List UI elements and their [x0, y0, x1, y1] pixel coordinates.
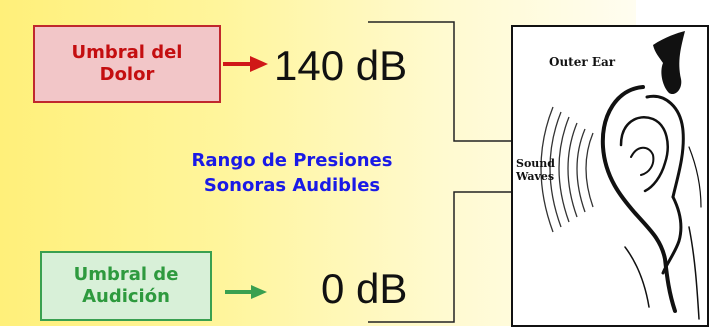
ear-drawing — [540, 31, 702, 320]
dolor-value: 140 dB — [274, 42, 408, 89]
range-label-line1: Rango de Presiones — [191, 150, 393, 171]
red-arrow-icon — [223, 56, 268, 72]
sound-label: Sound — [516, 157, 555, 170]
waves-label: Waves — [516, 170, 555, 183]
umbral-audicion-line1: Umbral de — [73, 264, 179, 285]
umbral-dolor-line1: Umbral del — [71, 42, 183, 63]
range-bracket — [368, 21, 512, 323]
range-label: Rango de Presiones Sonoras Audibles — [142, 148, 442, 198]
hair-shape — [653, 31, 685, 95]
umbral-audicion-line2: Audición — [82, 286, 170, 307]
ear-illustration: Outer Ear Sound Waves — [511, 25, 709, 327]
sound-waves-icon — [540, 106, 594, 233]
outer-ear-label: Outer Ear — [549, 55, 616, 69]
green-arrow-icon — [225, 285, 267, 299]
umbral-audicion-box: Umbral de Audición — [40, 251, 212, 321]
umbral-dolor-box: Umbral del Dolor — [33, 25, 221, 103]
ear-outline-icon — [600, 85, 702, 320]
sound-waves-label: Sound Waves — [516, 157, 566, 183]
range-label-line2: Sonoras Audibles — [203, 175, 381, 196]
umbral-dolor-line2: Dolor — [99, 64, 155, 85]
audicion-value: 0 dB — [321, 265, 408, 312]
